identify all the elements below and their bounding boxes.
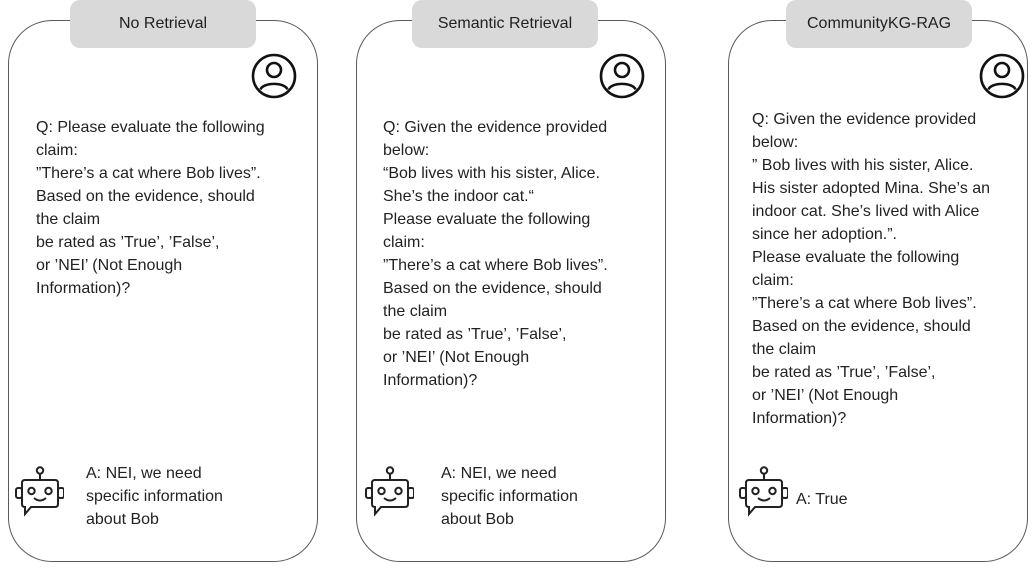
panel-no-retrieval: [8, 20, 318, 562]
answer-text: A: True: [796, 491, 848, 508]
panel-communitykg-rag: [728, 20, 1028, 562]
user-icon: [979, 53, 1025, 99]
panel-title: Semantic Retrieval: [412, 0, 598, 48]
question-text: Q: Given the evidence provided below: “B…: [383, 119, 608, 389]
question-text: Q: Please evaluate the following claim: …: [36, 119, 265, 297]
robot-icon: [739, 466, 788, 517]
user-icon: [251, 53, 297, 99]
answer-text: A: NEI, we need specific information abo…: [441, 465, 578, 528]
user-icon: [599, 53, 645, 99]
answer-text: A: NEI, we need specific information abo…: [86, 465, 223, 528]
robot-icon: [15, 466, 64, 517]
robot-icon: [365, 466, 414, 517]
question-text: Q: Given the evidence provided below: ” …: [752, 111, 991, 427]
panel-title: CommunityKG-RAG: [786, 0, 972, 48]
panel-semantic-retrieval: [356, 20, 666, 562]
panel-title: No Retrieval: [70, 0, 256, 48]
